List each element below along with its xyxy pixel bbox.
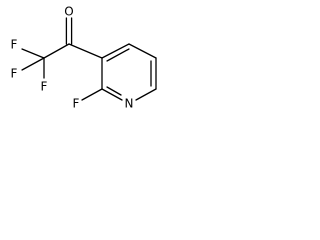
bond-ring-c2-f (81, 88, 103, 101)
atom-nitrogen: N (125, 97, 134, 111)
atom-fluorine-ring: F (73, 97, 80, 111)
atom-fluorine-top-left: F (11, 38, 18, 52)
atom-fluorine-bottom: F (41, 80, 48, 94)
bond-ring-c6-n (135, 88, 157, 101)
bond-ring-c3-c4 (101, 43, 130, 59)
bond-cf3-f-left (21, 57, 45, 71)
atom-fluorine-left: F (11, 67, 18, 81)
atom-oxygen: O (64, 5, 73, 19)
bond-cf3-f-top-left (21, 48, 45, 59)
bond-ring-n-c2 (101, 88, 123, 101)
bond-carbonyl-cf3 (43, 43, 70, 59)
bond-ring-n-c2-inner (106, 86, 122, 96)
bond-ring-c4-c5 (128, 43, 157, 59)
bond-carbonyl-ring (68, 43, 103, 59)
bond-ring-c3-c4-inner (106, 48, 130, 62)
structure-diagram: O F F F F N (11, 5, 157, 111)
